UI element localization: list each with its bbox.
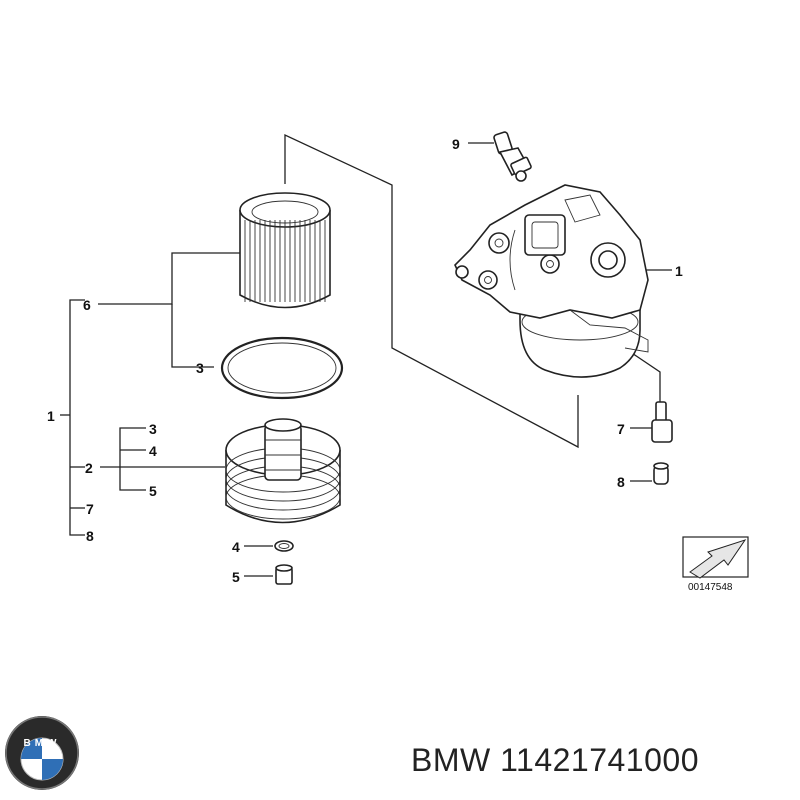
- sensor-part: [493, 131, 532, 182]
- reference-number: 00147548: [688, 582, 733, 593]
- callout-3-cap: 3: [149, 421, 157, 437]
- part-number-caption: BMW 11421741000: [411, 742, 699, 778]
- callout-7-right: 7: [617, 421, 625, 437]
- diagonal-arrow-icon: [689, 539, 747, 579]
- reference-arrow-box: [682, 536, 749, 579]
- svg-text:BMW: BMW: [24, 738, 61, 749]
- callout-1-left: 1: [47, 408, 55, 424]
- filter-pleats: [244, 220, 326, 302]
- callout-5-bottom: 5: [232, 569, 240, 585]
- filter-housing-part: [454, 184, 649, 378]
- bmw-logo: BMW: [5, 716, 79, 790]
- callout-2: 2: [85, 460, 93, 476]
- callout-5-cap: 5: [149, 483, 157, 499]
- callout-8-left: 8: [86, 528, 94, 544]
- callout-4-cap: 4: [149, 443, 157, 459]
- filter-cap-part: [225, 418, 341, 524]
- stud-bolt-part: [651, 401, 673, 443]
- o-ring-part: [220, 336, 344, 400]
- callout-9: 9: [452, 136, 460, 152]
- callout-7-left: 7: [86, 501, 94, 517]
- callout-1-right: 1: [675, 263, 683, 279]
- drain-plug-part: [275, 564, 293, 585]
- callout-4-bottom: 4: [232, 539, 240, 555]
- seal-ring-part: [274, 540, 294, 552]
- filter-element-part: [239, 192, 331, 309]
- callout-3-ring: 3: [196, 360, 204, 376]
- callout-8-right: 8: [617, 474, 625, 490]
- plug-cap-part: [653, 462, 669, 485]
- callout-6: 6: [83, 297, 91, 313]
